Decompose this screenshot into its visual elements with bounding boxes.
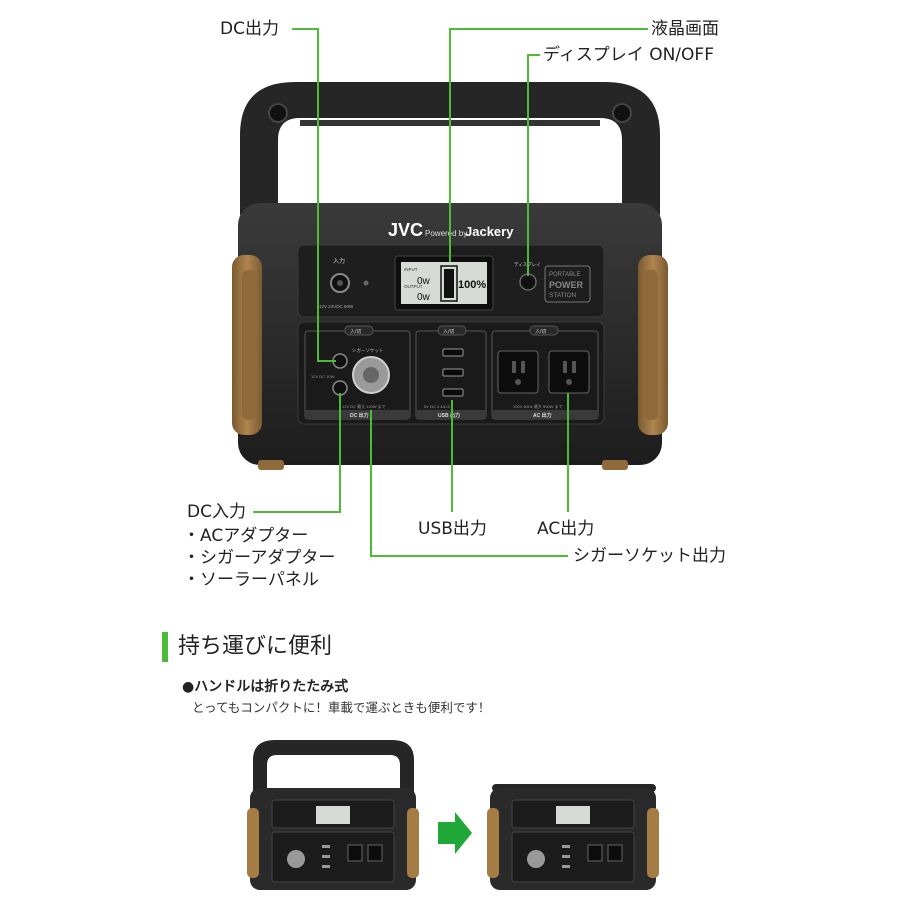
cigar-leader: [370, 410, 568, 557]
input-spec: 12V 24VDC 60W: [319, 304, 354, 309]
brand-logo: JVC: [388, 220, 423, 240]
ac-spec: 100V 60Hz 最大 500W まで: [513, 403, 563, 409]
callout-display-toggle: ディスプレイ ON/OFF: [543, 45, 714, 65]
dc-out-leader: [292, 28, 336, 362]
input-label: 入力: [333, 257, 345, 265]
device-handle-folded: [487, 784, 659, 890]
lcd-input-value: 0w: [417, 276, 431, 287]
indicator-led: [363, 280, 369, 286]
callout-lcd-screen: 液晶画面: [651, 19, 719, 39]
lcd-output-label: OUTPUT: [404, 284, 423, 289]
usb-port-3[interactable]: [442, 388, 464, 397]
ac-section-label: AC 出力: [533, 412, 552, 419]
ac-outlet-1[interactable]: [497, 350, 539, 394]
callout-ac-output: AC出力: [537, 519, 595, 539]
badge-power: POWER: [549, 280, 584, 290]
portable-power-badge: [544, 265, 591, 303]
ac-switch-label: 入/切: [535, 328, 546, 335]
lcd-screen: INPUT OUTPUT 0w 0w 100%: [394, 255, 494, 311]
dc-output-port-2[interactable]: [332, 380, 348, 396]
powered-by-text: Powered by: [425, 229, 467, 238]
section-title: 持ち運びに便利: [178, 634, 333, 659]
lcd-battery-percent: 100%: [458, 279, 486, 291]
partner-logo: Jackery: [465, 224, 514, 239]
lcd-leader: [449, 28, 648, 262]
callout-lines: [253, 28, 648, 557]
dc-switch-label: 入/切: [350, 328, 361, 335]
dc-source-ac-adapter: ・ACアダプター: [183, 526, 309, 546]
usb-port-1[interactable]: [442, 348, 464, 357]
callout-usb-output: USB出力: [418, 519, 487, 539]
folding-handle-comparison: [247, 740, 659, 890]
dc-section-spec: 12V DC 最大 120W まで: [342, 403, 386, 409]
callout-dc-input: DC入力: [187, 502, 246, 522]
dc-in-leader: [253, 393, 341, 513]
ac-outlet-2[interactable]: [548, 350, 590, 394]
usb-section-label: USB 出力: [438, 412, 460, 419]
feature-description: とってもコンパクトに！車載で運ぶときも便利です！: [192, 700, 491, 715]
usb-port-2[interactable]: [442, 368, 464, 377]
dc-source-cigar-adapter: ・シガーアダプター: [183, 548, 336, 568]
device-handle-up: [247, 740, 419, 890]
cigar-socket-label: シガーソケット: [352, 347, 384, 354]
display-leader: [527, 54, 540, 276]
transition-arrow-icon: [438, 812, 472, 854]
lcd-input-label: INPUT: [404, 267, 418, 272]
dc-section-label: DC 出力: [350, 412, 369, 419]
callout-dc-output: DC出力: [220, 19, 279, 39]
dc-input-sources: ・ACアダプター ・シガーアダプター ・ソーラーパネル: [183, 525, 335, 591]
badge-portable: PORTABLE: [549, 272, 580, 278]
dc-output-section: 入/切 12V DC 10W シガーソケット 12V DC 最大 120W まで…: [304, 325, 411, 420]
callout-cigar-output: シガーソケット出力: [573, 546, 726, 566]
display-toggle-button[interactable]: [519, 273, 537, 291]
usb-spec: 5V DC 2.4A×3: [424, 404, 450, 409]
dc-small-spec: 12V DC 10W: [311, 374, 335, 379]
badge-station: STATION: [549, 292, 577, 299]
power-station-illustration: JVC Powered by Jackery 入力 12V 24VDC 60W …: [232, 28, 668, 557]
feature-bullet: ●ハンドルは折りたたみ式: [182, 679, 349, 695]
usb-switch-label: 入/切: [443, 328, 454, 335]
dc-source-solar-panel: ・ソーラーパネル: [183, 570, 319, 590]
lcd-output-value: 0w: [417, 292, 431, 303]
section-accent-bar: [162, 632, 168, 662]
battery-gauge-icon: [440, 265, 458, 302]
ac-output-section: 入/切 100V 60Hz 最大 500W まで AC 出力: [491, 325, 599, 420]
